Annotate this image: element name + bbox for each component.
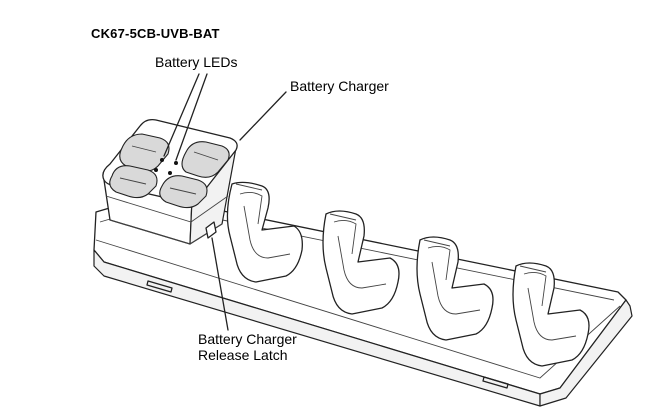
- callout-release-latch: Battery Charger Release Latch: [198, 331, 297, 363]
- callout-battery-charger: Battery Charger: [290, 78, 389, 94]
- callout-release-latch-line1: Battery Charger: [198, 331, 297, 347]
- leader-battery-leds-b: [163, 73, 200, 157]
- device-cup-1: [226, 181, 303, 283]
- callout-battery-leds: Battery LEDs: [155, 54, 238, 70]
- callout-release-latch-line2: Release Latch: [198, 347, 288, 363]
- model-title: CK67-5CB-UVB-BAT: [91, 26, 220, 41]
- battery-well-front-right: [159, 175, 208, 209]
- leader-release-latch: [211, 237, 229, 331]
- leader-battery-charger: [239, 91, 287, 141]
- battery-leds: [154, 158, 178, 175]
- device-cup-4: [512, 262, 590, 367]
- leader-lines: [163, 73, 287, 331]
- battery-charger-module: [102, 118, 238, 245]
- battery-well-back-right: [181, 141, 230, 178]
- device-cup-2: [322, 210, 400, 315]
- release-latch: [205, 221, 217, 239]
- battery-well-front-left: [109, 165, 158, 199]
- leader-battery-leds-a: [175, 73, 208, 161]
- device-cup-3: [416, 236, 494, 341]
